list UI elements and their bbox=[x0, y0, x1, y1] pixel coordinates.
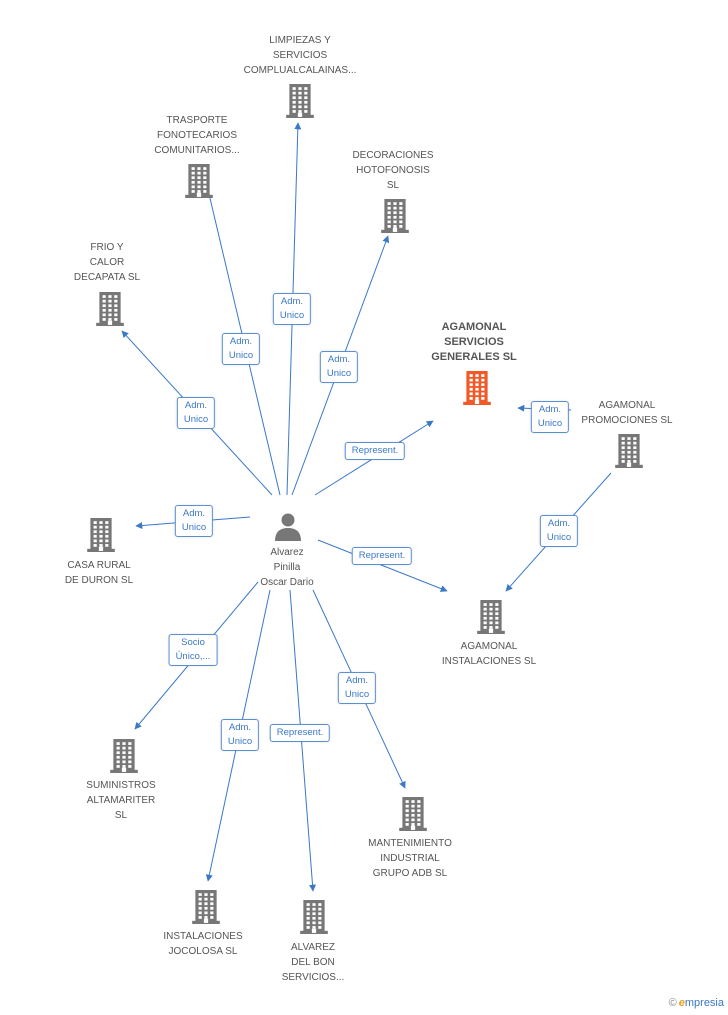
brand-logo-icon: e bbox=[678, 997, 685, 1009]
relation-label-mantenimiento[interactable]: Adm.Unico bbox=[337, 672, 377, 704]
center-person-label[interactable]: Alvarez Pinilla Oscar Dario bbox=[260, 547, 314, 588]
relation-label-instalaciones-jocolosa[interactable]: Adm.Unico bbox=[220, 719, 260, 751]
building-icon[interactable] bbox=[297, 900, 331, 934]
building-icon[interactable] bbox=[189, 890, 223, 924]
building-icon[interactable] bbox=[396, 797, 430, 831]
copyright-symbol: © bbox=[668, 997, 677, 1009]
relation-label-agamonal-servicios[interactable]: Adm.Unico bbox=[530, 401, 570, 433]
building-icon[interactable] bbox=[378, 199, 412, 233]
building-icon[interactable] bbox=[474, 600, 508, 634]
relation-label-agamonal-servicios[interactable]: Represent. bbox=[344, 442, 406, 460]
brand-name: mpresia bbox=[684, 997, 724, 1009]
building-icon[interactable] bbox=[93, 292, 127, 326]
building-icon[interactable] bbox=[612, 434, 646, 468]
relation-label-alvarez-del-bon[interactable]: Represent. bbox=[269, 724, 331, 742]
building-icon[interactable] bbox=[460, 371, 494, 405]
relation-label-limpiezas[interactable]: Adm.Unico bbox=[272, 293, 312, 325]
person-icon[interactable] bbox=[273, 511, 303, 541]
relation-label-agamonal-instalaciones[interactable]: Represent. bbox=[351, 547, 413, 565]
relation-label-casa-rural[interactable]: Adm.Unico bbox=[174, 505, 214, 537]
relation-label-agamonal-instalaciones[interactable]: Adm.Unico bbox=[539, 515, 579, 547]
building-icon[interactable] bbox=[107, 739, 141, 773]
building-icon[interactable] bbox=[84, 518, 118, 552]
footer-brand: ©empresia bbox=[669, 997, 724, 1009]
relation-edge-agamonal-instalaciones bbox=[317, 539, 448, 592]
building-icon[interactable] bbox=[182, 164, 216, 198]
relation-label-decoraciones[interactable]: Adm.Unico bbox=[319, 351, 359, 383]
relation-label-frio[interactable]: Adm.Unico bbox=[176, 397, 216, 429]
relation-label-trasporte[interactable]: Adm.Unico bbox=[221, 333, 261, 365]
building-icon[interactable] bbox=[283, 84, 317, 118]
